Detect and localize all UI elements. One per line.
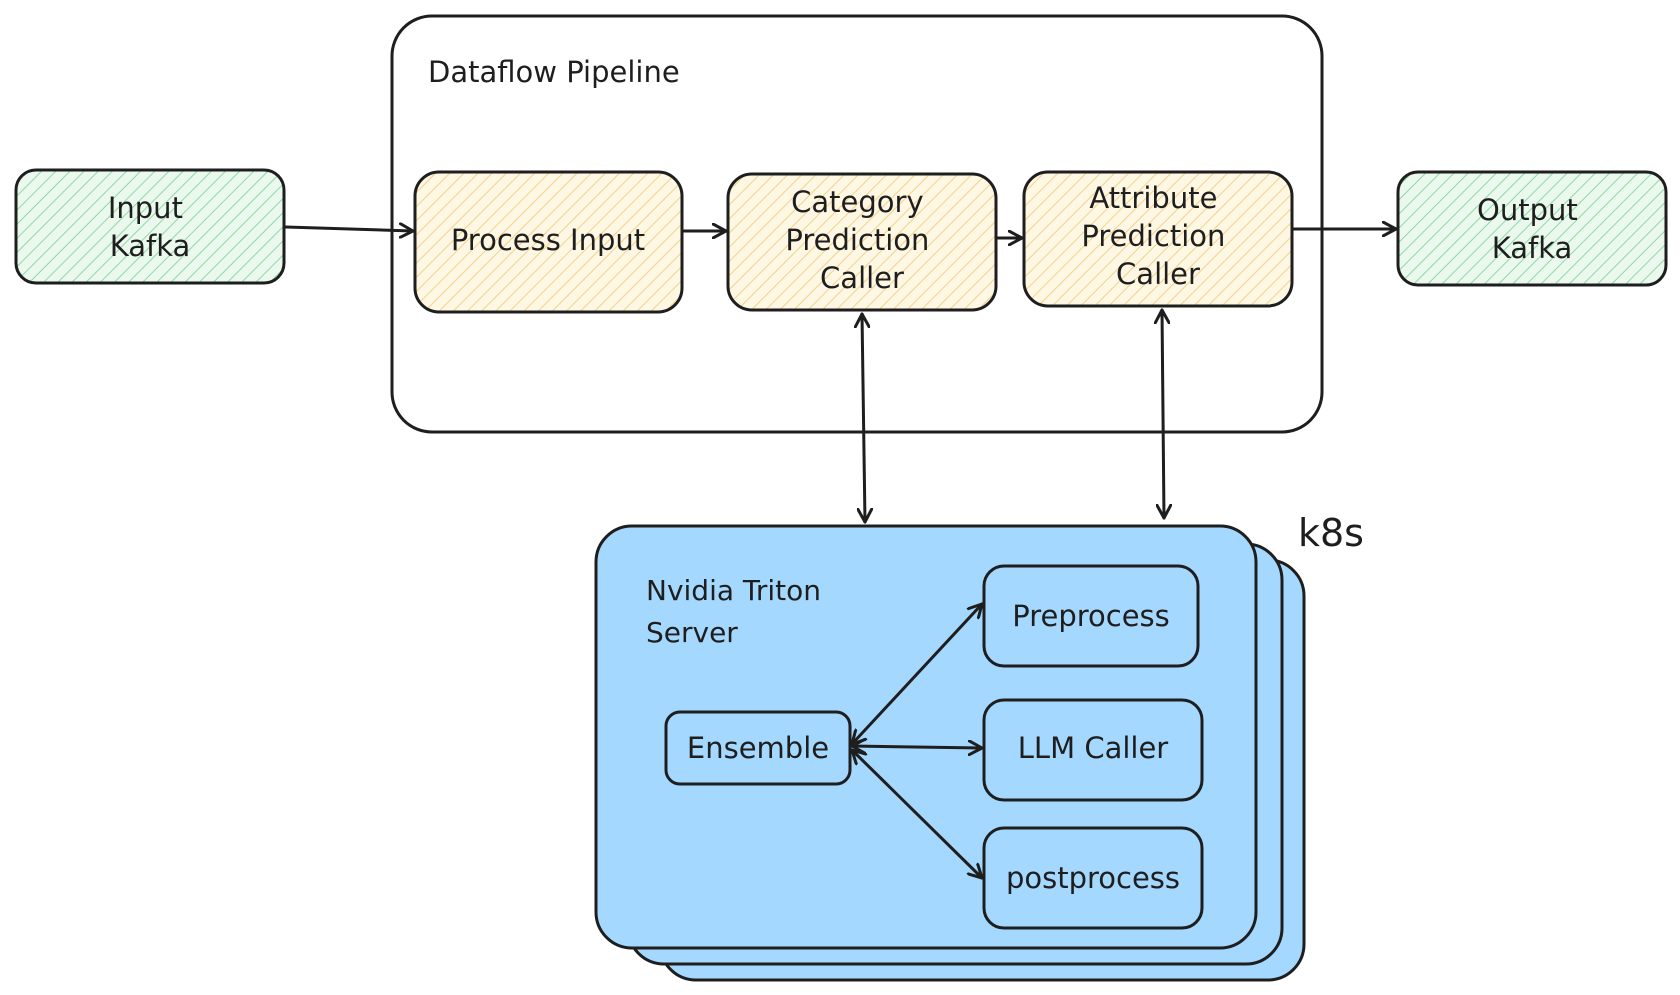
input-kafka-node: Input Kafka (14, 168, 286, 285)
postprocess-node: postprocess (982, 826, 1204, 930)
arrow-ensemble-llm-caller (850, 746, 984, 748)
process-input-label: Process Input (451, 223, 645, 257)
svg-text:Nvidia Triton Server: Nvidia Triton Server (646, 574, 830, 649)
attribute-prediction-caller-node: Attribute Prediction Caller (1022, 170, 1294, 308)
category-caller-line3: Caller (820, 261, 904, 295)
output-kafka-label-line2: Kafka (1492, 231, 1573, 265)
k8s-label: k8s (1298, 511, 1364, 555)
category-prediction-caller-node: Category Prediction Caller (726, 172, 998, 312)
attribute-caller-line3: Caller (1116, 257, 1200, 291)
output-kafka-label-line1: Output (1477, 193, 1578, 227)
triton-server-title-line1: Nvidia Triton (646, 574, 821, 607)
ensemble-node: Ensemble (664, 710, 852, 786)
arrow-input-kafka-to-process-input (284, 227, 415, 231)
svg-text:Output Kafka: Output Kafka (1477, 193, 1587, 265)
llm-caller-node: LLM Caller (982, 698, 1204, 802)
input-kafka-label-line1: Input (108, 191, 183, 225)
output-kafka-node: Output Kafka (1396, 170, 1668, 287)
attribute-caller-line2: Prediction (1081, 219, 1225, 253)
preprocess-label: Preprocess (1012, 599, 1170, 633)
category-caller-line2: Prediction (785, 223, 929, 257)
llm-caller-label: LLM Caller (1018, 731, 1169, 765)
process-input-node: Process Input (413, 170, 684, 314)
svg-text:Category Prediction: Category Prediction Caller (785, 185, 938, 295)
attribute-caller-line1: Attribute (1089, 181, 1217, 215)
svg-text:Attribute Prediction: Attribute Prediction Caller (1081, 181, 1234, 291)
dataflow-pipeline-title: Dataflow Pipeline (428, 55, 680, 89)
ensemble-label: Ensemble (687, 731, 829, 765)
postprocess-label: postprocess (1006, 861, 1180, 895)
arrow-ensemble-preprocess (850, 602, 984, 746)
preprocess-node: Preprocess (982, 564, 1200, 668)
svg-text:Input Kafka: Input Kafka (108, 191, 192, 263)
triton-server-title-line2: Server (646, 616, 738, 649)
arrow-category-caller-triton (862, 312, 865, 524)
category-caller-line1: Category (791, 185, 923, 219)
arrow-ensemble-postprocess (850, 748, 984, 880)
input-kafka-label-line2: Kafka (110, 229, 191, 263)
arrow-attribute-caller-triton (1162, 308, 1164, 520)
